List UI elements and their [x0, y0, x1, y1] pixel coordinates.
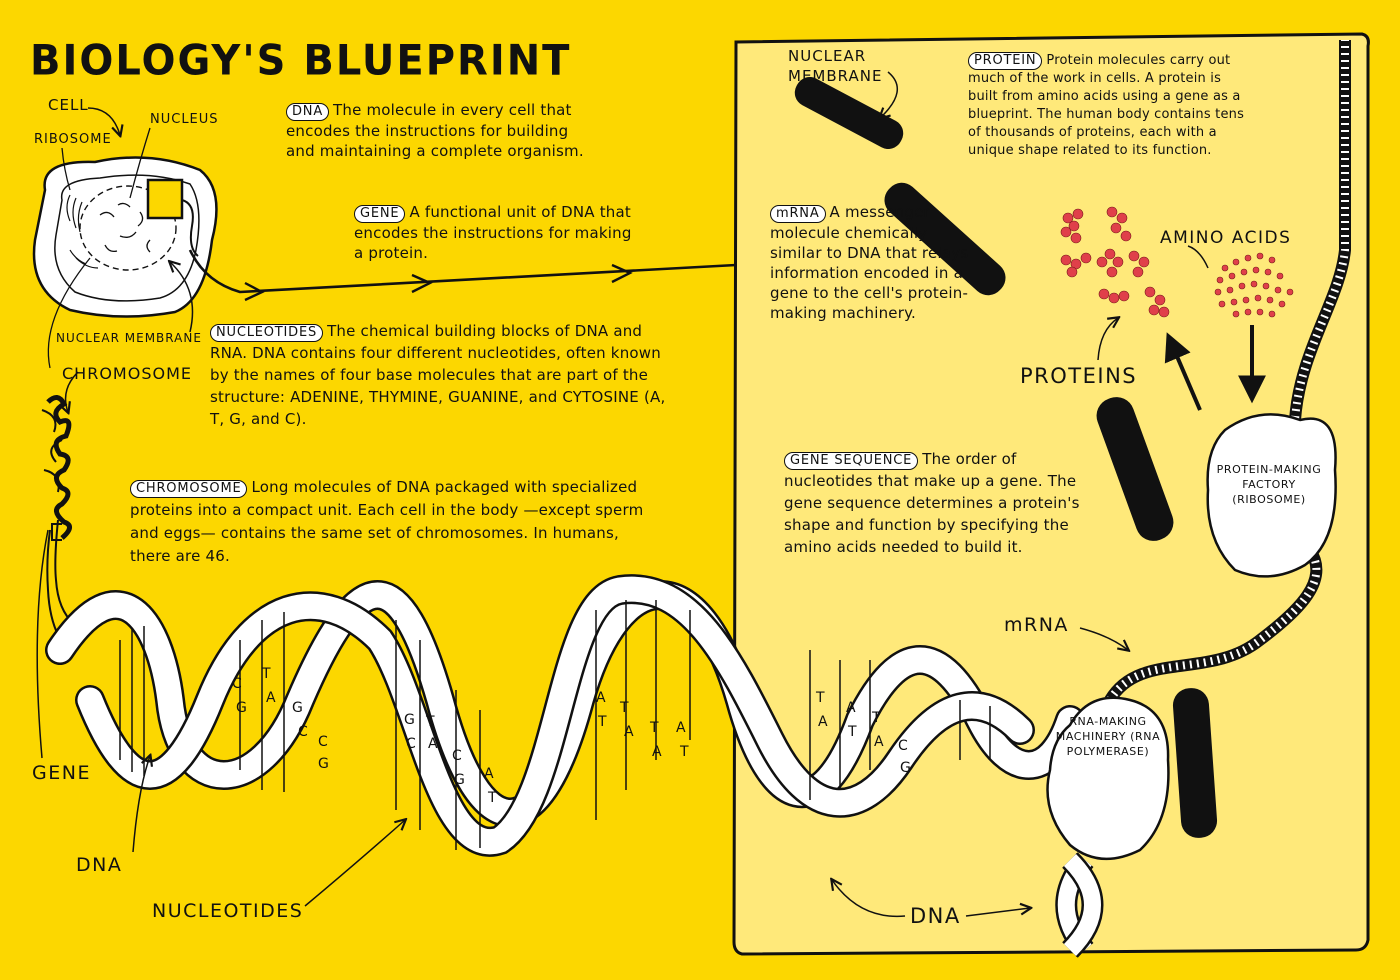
base-letter: C [298, 724, 308, 740]
base-letter: A [652, 744, 662, 760]
label-panel-nuclear-membrane: NUCLEAR MEMBRANE [788, 46, 898, 86]
tag-gene: GENE [354, 205, 405, 223]
label-cell: CELL [48, 96, 89, 114]
base-letter: C [452, 748, 462, 764]
label-chromosome: CHROMOSOME [62, 364, 192, 383]
label-proteins: PROTEINS [1020, 364, 1137, 388]
base-letter: A [874, 734, 884, 750]
definition-dna-text: The molecule in every cell that encodes … [286, 101, 584, 160]
base-letter: T [650, 720, 659, 736]
base-letter: T [262, 666, 271, 682]
base-letter: T [848, 724, 857, 740]
base-letter: G [900, 760, 911, 776]
base-letter: G [404, 712, 415, 728]
base-letter: T [488, 790, 497, 806]
tag-mrna: mRNA [770, 205, 826, 223]
label-dna: DNA [76, 854, 122, 876]
base-letter: G [292, 700, 303, 716]
base-letter: T [680, 744, 689, 760]
base-letter: A [676, 720, 686, 736]
base-letter: C [232, 676, 242, 692]
base-letter: T [598, 714, 607, 730]
base-letter: C [318, 734, 328, 750]
label-panel-mrna: mRNA [1004, 614, 1069, 636]
tag-protein: PROTEIN [968, 52, 1042, 70]
tag-nucleotides: NUCLEOTIDES [210, 324, 323, 342]
base-letter: T [872, 710, 881, 726]
base-letter: A [596, 690, 606, 706]
base-letter: A [266, 690, 276, 706]
base-letter: G [454, 772, 465, 788]
base-letter: C [898, 738, 908, 754]
label-nucleotides: NUCLEOTIDES [152, 900, 303, 922]
label-ribosome-factory: PROTEIN-MAKING FACTORY (RIBOSOME) [1206, 462, 1332, 507]
label-nuclear-membrane: NUCLEAR MEMBRANE [56, 331, 202, 345]
base-letter: T [426, 714, 435, 730]
label-nucleus: NUCLEUS [150, 112, 219, 127]
tag-gene-sequence: GENE SEQUENCE [784, 452, 918, 470]
base-letter: G [318, 756, 329, 772]
label-ribosome: RIBOSOME [34, 132, 112, 147]
label-amino-acids: AMINO ACIDS [1160, 228, 1291, 248]
base-letter: G [236, 700, 247, 716]
base-letter: T [816, 690, 825, 706]
base-letter: C [406, 736, 416, 752]
base-letter: A [624, 724, 634, 740]
tag-dna: DNA [286, 103, 329, 121]
tag-chromosome: CHROMOSOME [130, 480, 247, 498]
base-letter: A [818, 714, 828, 730]
base-letter: A [428, 736, 438, 752]
base-letter: A [484, 766, 494, 782]
label-gene: GENE [32, 762, 91, 784]
label-rna-polymerase: RNA-MAKING MACHINERY (RNA POLYMERASE) [1054, 714, 1162, 759]
base-letter: T [620, 700, 629, 716]
base-letter: A [846, 700, 856, 716]
page-title: BIOLOGY'S BLUEPRINT [30, 37, 571, 85]
label-panel-dna: DNA [910, 904, 961, 928]
